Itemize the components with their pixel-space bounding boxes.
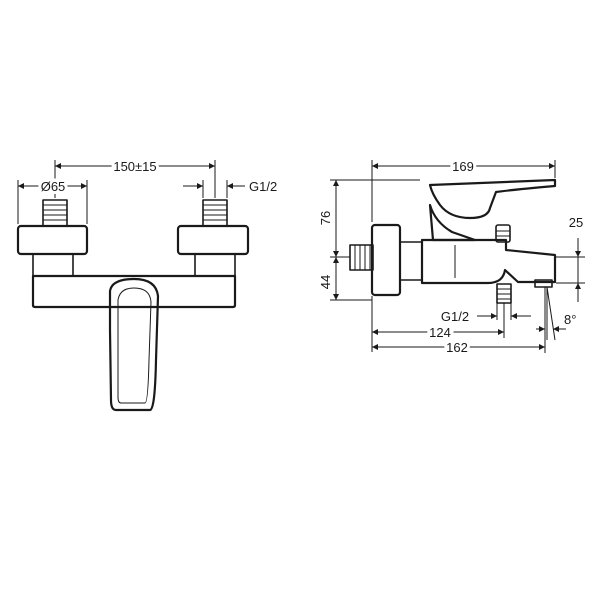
side-cartridge	[428, 203, 477, 242]
dim-height-upper-label: 76	[318, 211, 333, 225]
right-escutcheon	[176, 224, 250, 256]
dim-spout-length-label: 162	[446, 340, 468, 355]
lever-handle	[108, 277, 160, 412]
left-escutcheon	[16, 224, 89, 256]
side-lever	[428, 178, 557, 220]
diverter-knob	[495, 224, 511, 243]
dimension-diameter: Ø65	[17, 176, 88, 224]
mixer-body	[31, 274, 237, 309]
dimension-thread-side: G1/2	[441, 303, 531, 324]
dim-height-lower-label: 44	[318, 275, 333, 289]
right-connector	[194, 253, 236, 277]
side-body	[420, 238, 557, 285]
side-escutcheon	[370, 223, 402, 297]
dimension-angle: 8°	[536, 286, 576, 341]
bottom-thread	[496, 283, 512, 304]
side-connector	[399, 241, 423, 281]
dim-angle-label: 8°	[564, 312, 576, 327]
dimension-outlet: 124	[371, 296, 505, 352]
side-view: 169 76 44 25 G1/2	[315, 156, 585, 358]
dimension-spout-length: 162	[372, 287, 546, 358]
dimension-thread-front: G1/2	[183, 179, 277, 198]
front-view: 150±15 Ø65 G1/2	[16, 156, 277, 412]
right-inlet-thread	[202, 199, 228, 227]
dimension-spout-height: 25	[556, 215, 585, 302]
dimension-heights: 76 44	[315, 179, 420, 301]
left-inlet-thread	[42, 199, 68, 227]
dim-spacing-label: 150±15	[113, 159, 156, 174]
dim-thread-side-label: G1/2	[441, 309, 469, 324]
dim-thread-front-label: G1/2	[249, 179, 277, 194]
spout-outlet	[534, 279, 553, 288]
dim-diameter-label: Ø65	[41, 179, 66, 194]
dim-depth-label: 169	[452, 159, 474, 174]
dim-outlet-label: 124	[429, 325, 451, 340]
left-connector	[32, 253, 74, 277]
wall-thread	[349, 244, 374, 271]
dim-spout-height-label: 25	[569, 215, 583, 230]
dimension-depth: 169	[371, 156, 556, 222]
dimension-spacing: 150±15	[54, 156, 216, 198]
